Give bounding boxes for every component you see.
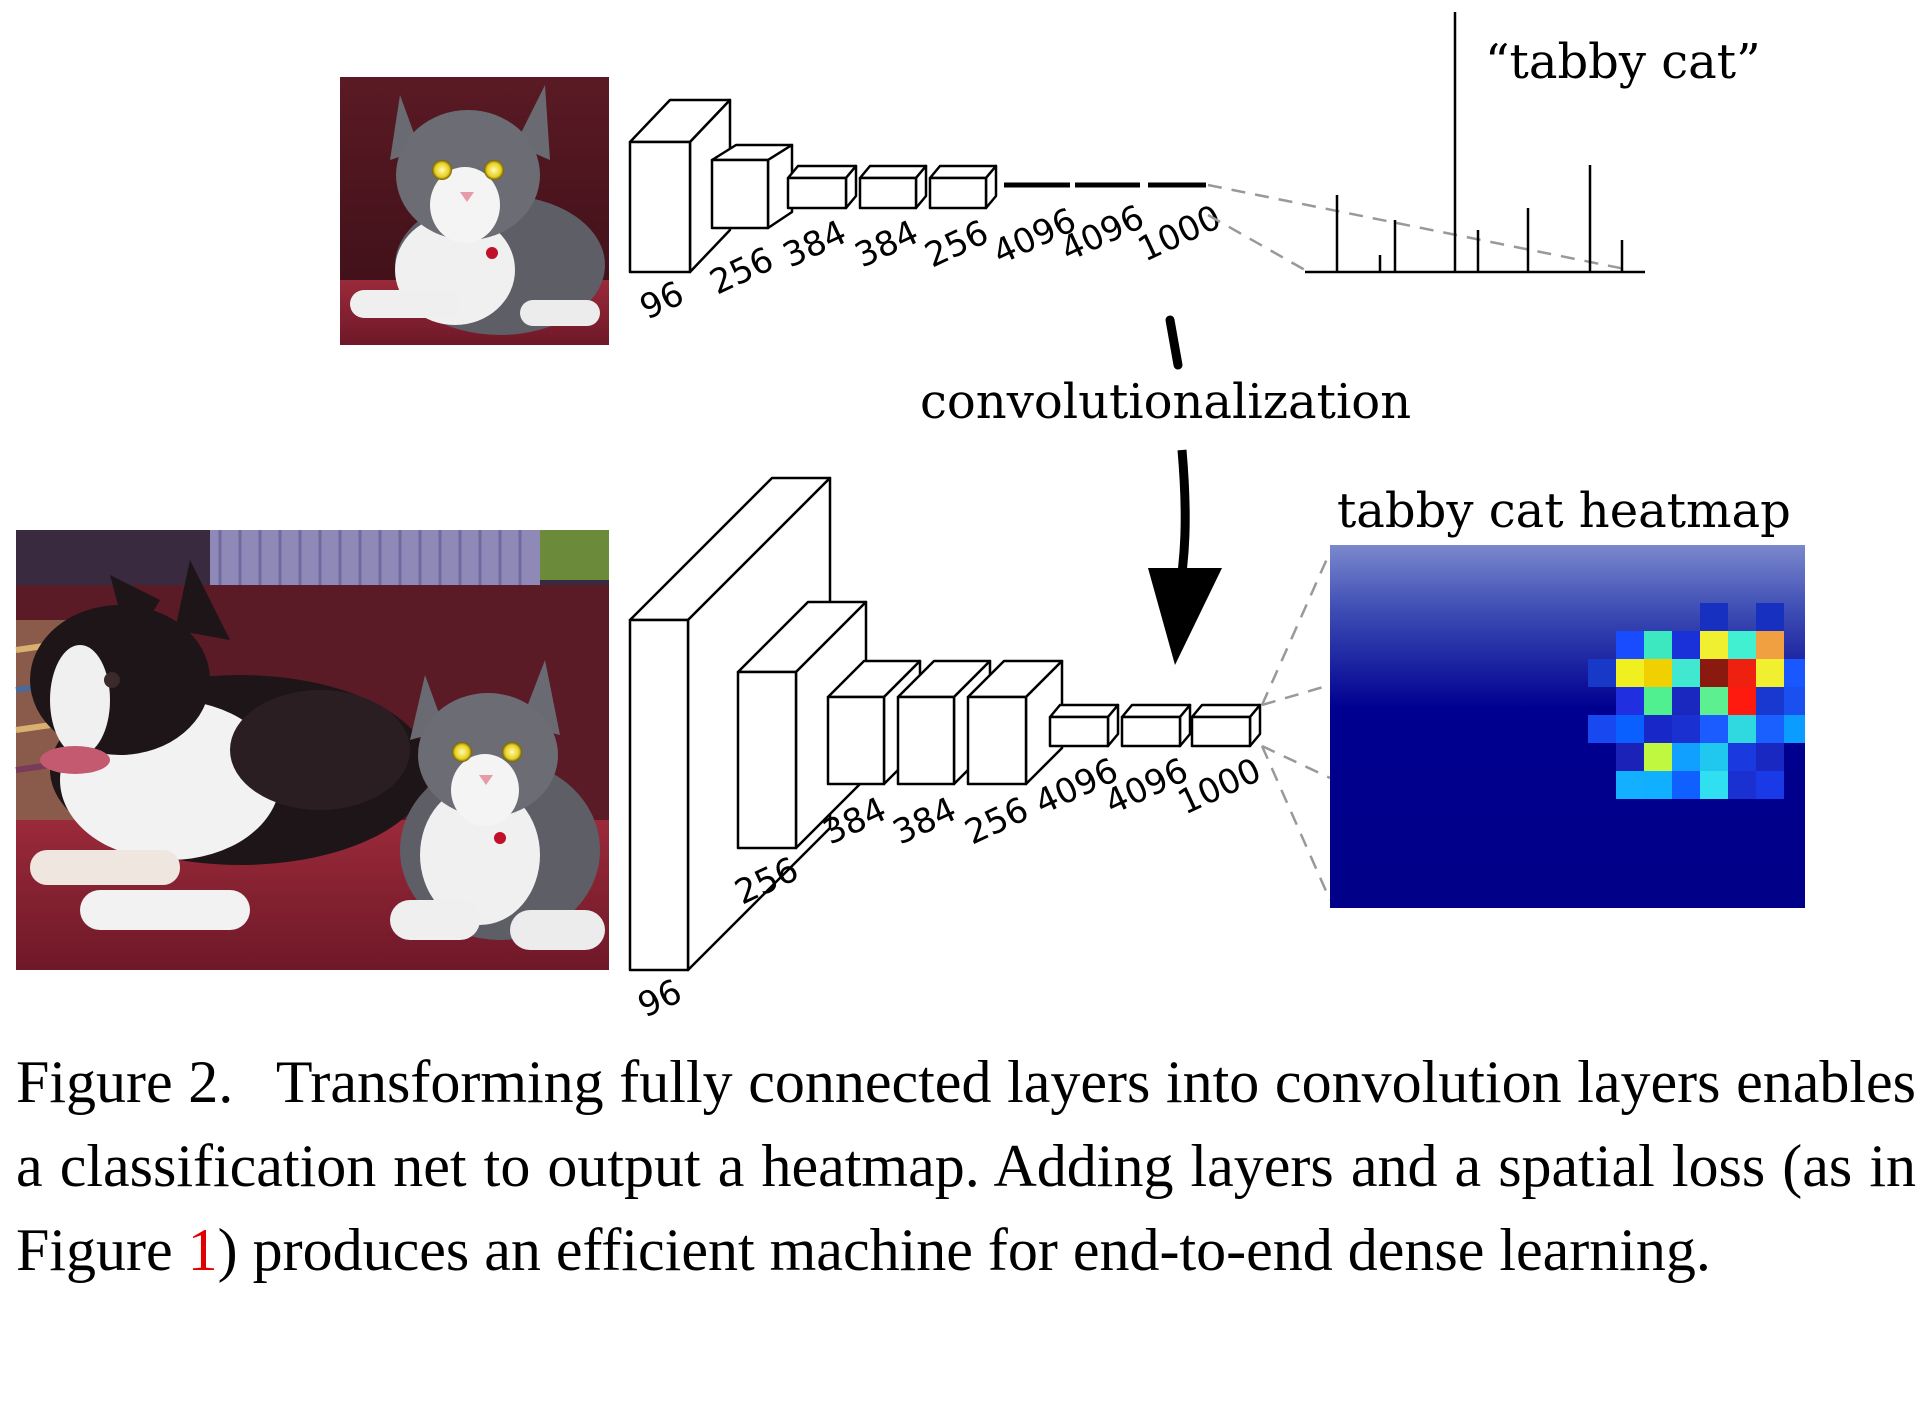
bottom-layer-256b-block <box>966 659 1064 786</box>
top-layer-label-384a: 384 <box>777 212 853 276</box>
bottom-layer-label-1000: 1000 <box>1172 750 1267 823</box>
bottom-layer-label-96: 96 <box>632 972 688 1027</box>
bottom-layer-label-256b: 256 <box>959 789 1035 853</box>
top-layer-label-256a: 256 <box>704 239 780 303</box>
bottom-layer-4096a-block <box>1048 703 1120 748</box>
caption-text-before-ref: Transforming fully connected layers into… <box>16 1049 1917 1283</box>
heatmap-cells <box>1588 603 1805 799</box>
caption-figure-ref-link[interactable]: 1 <box>187 1217 218 1283</box>
bottom-network <box>628 476 1262 972</box>
caption-figure-label: Figure 2. <box>16 1049 234 1115</box>
top-output-label: “tabby cat” <box>1485 34 1761 90</box>
top-network <box>628 98 998 274</box>
bottom-layer-1000-block <box>1190 703 1262 748</box>
cat-photo <box>340 77 609 345</box>
top-layer-96-block <box>628 98 732 274</box>
top-layer-256-block <box>710 143 794 230</box>
bottom-layer-4096b-block <box>1120 703 1192 748</box>
bottom-projection-lines <box>1260 551 1332 901</box>
figure-caption: Figure 2. Transforming fully connected l… <box>16 1040 1916 1292</box>
top-layer-label-256b: 256 <box>919 212 995 276</box>
top-layer-384b-block <box>858 164 928 210</box>
top-layer-384a-block <box>786 164 858 210</box>
transform-label: convolutionalization <box>920 374 1411 430</box>
top-layer-256b-block <box>928 164 998 210</box>
bottom-output-label: tabby cat heatmap <box>1337 483 1791 539</box>
tabby-cat-heatmap <box>1330 545 1805 908</box>
convolutionalization-arrow <box>1148 315 1222 665</box>
top-layer-label-1000: 1000 <box>1132 197 1227 270</box>
figure-diagram: 96 256 384 384 256 4096 4096 1000 “tabby… <box>15 12 1805 1027</box>
top-layer-label-384b: 384 <box>849 212 925 276</box>
top-projection-lines <box>1207 183 1631 272</box>
class-score-plot <box>1305 12 1645 274</box>
caption-text-after-ref: ) produces an efficient machine for end-… <box>217 1217 1711 1283</box>
top-layer-label-96: 96 <box>634 274 690 329</box>
bottom-layer-label-384b: 384 <box>887 789 963 853</box>
dog-cat-photo <box>15 530 609 970</box>
